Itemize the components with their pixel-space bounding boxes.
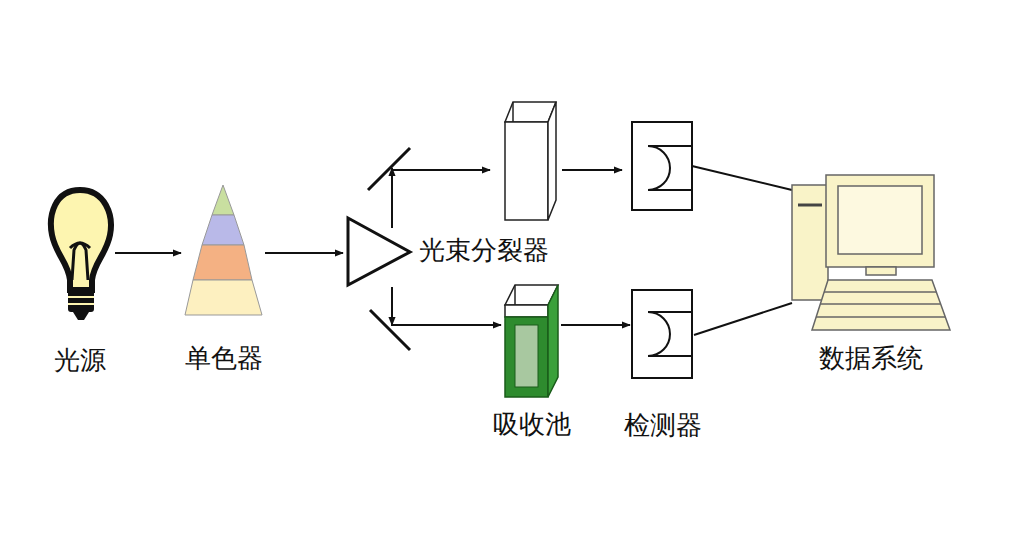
light-bulb (51, 190, 111, 320)
signal-wire (694, 303, 792, 335)
beam-splitter (348, 218, 410, 285)
beam-arrow (562, 169, 622, 171)
beam-splitter: 光束分裂器 (345, 215, 411, 287)
node-label: 吸收池 (493, 409, 571, 440)
mirror (370, 310, 410, 350)
beam-arrow (115, 252, 181, 254)
signal-wire (692, 166, 792, 190)
node-label: 光源 (54, 345, 106, 376)
sample-detector (632, 290, 692, 378)
node-label: 单色器 (185, 343, 263, 374)
beam-arrow (391, 168, 393, 228)
beam-arrow (392, 287, 501, 325)
beam-arrow (392, 169, 490, 171)
absorption-cell: 吸收池 (503, 283, 561, 399)
beam-arrow (265, 252, 343, 254)
node-label: 光束分裂器 (419, 235, 549, 266)
reference-cell (505, 102, 556, 220)
node-label: 检测器 (624, 410, 702, 441)
detector: 检测器 (632, 290, 694, 380)
reference-detector (632, 122, 692, 210)
data-system: 数据系统 (790, 173, 952, 333)
computer (792, 175, 950, 330)
light-source: 光源 (45, 185, 115, 320)
sample-cell (505, 285, 558, 397)
monochromator: 单色器 (183, 183, 265, 317)
monochromator-prism (185, 185, 262, 315)
beam-arrow (561, 324, 630, 326)
node-label: 数据系统 (819, 343, 923, 374)
